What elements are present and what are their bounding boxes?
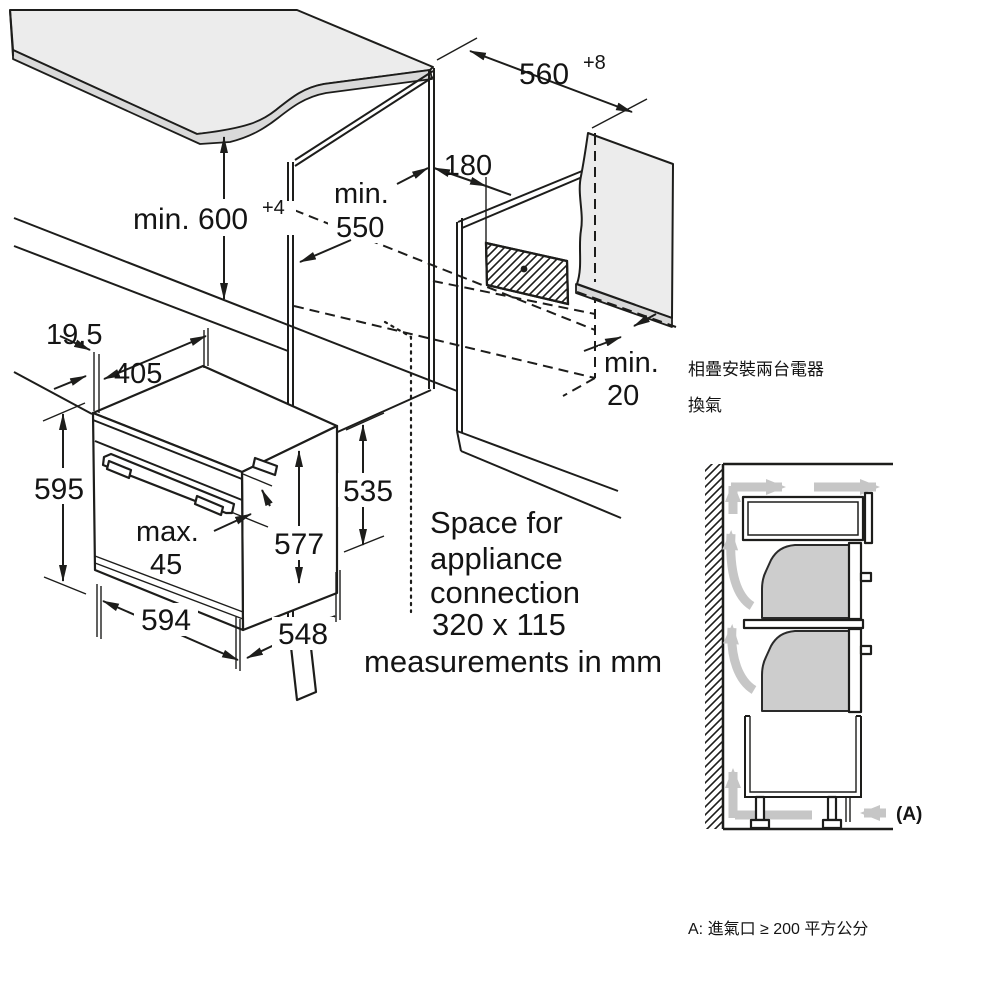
body-height-label: 577: [274, 528, 324, 561]
oven-view: [91, 364, 339, 632]
front-height-label: 595: [34, 473, 84, 506]
connection-note-line-1: Space for: [430, 505, 563, 540]
width-label: 594: [141, 604, 191, 637]
handle-depth-label-2: 45: [150, 549, 182, 581]
niche-depth-label-2: 550: [336, 212, 384, 244]
upper-appliance: [761, 541, 873, 621]
top-depth-label: 405: [114, 358, 162, 390]
lower-appliance-knob: [859, 644, 873, 656]
wall-hatch: [705, 464, 723, 829]
lower-appliance: [761, 627, 873, 714]
dim-handle-depth: max. 45: [136, 473, 273, 581]
floor-lines: [13, 217, 458, 415]
oven-handle-foot-right: [193, 494, 225, 517]
top-cabinet: [741, 491, 874, 545]
dim-body-depth: 548: [246, 570, 341, 659]
dim-rear-gap: min. 20: [583, 313, 676, 412]
right-surface: [576, 132, 674, 319]
hatched-vent-cutout: [484, 241, 570, 306]
countertop-surface: [9, 9, 434, 135]
connection-note-line-3: connection: [430, 575, 580, 610]
dim-niche-depth: min. 550: [299, 167, 429, 263]
connection-locator: [383, 320, 413, 614]
dim-body-height: 577: [271, 450, 327, 584]
airflow-arrows: [722, 479, 886, 821]
dim-door-proud: 19,5: [46, 319, 102, 413]
inlet-label: (A): [896, 804, 922, 825]
lower-appliance-front: [847, 627, 863, 714]
oven-side-grip-slot: [251, 456, 279, 477]
niche-depth-label-1: min.: [334, 178, 389, 210]
stacking-title: 相疊安裝兩台電器: [688, 360, 824, 379]
oven-handle-foot-left: [105, 459, 133, 480]
dim-front-height: 595: [27, 402, 91, 595]
dim-width: 594: [96, 584, 241, 671]
dim-vent-offset: 180: [433, 150, 512, 244]
side-height-label: 535: [343, 475, 393, 508]
stacking-diagram: 相疊安裝兩台電器 換氣: [688, 360, 922, 938]
vent-dot: [520, 265, 528, 273]
connection-note: Space for appliance connection 320 x 115: [430, 505, 580, 642]
dim-niche-width: 560 +8: [436, 37, 648, 129]
unit-note: measurements in mm: [364, 644, 662, 679]
foot-left: [754, 795, 766, 822]
body-depth-label: 548: [278, 618, 328, 651]
foot-pad-left: [749, 818, 771, 830]
countertop-edge-band: [12, 49, 433, 145]
stacking-subtitle: 換氣: [688, 396, 722, 415]
niche-width-tolerance: +8: [583, 52, 606, 74]
base-cabinet: [744, 715, 862, 830]
dim-niche-height: min. 600 +4: [126, 136, 296, 300]
vent-board: [456, 168, 622, 519]
rear-gap-label-2: 20: [607, 380, 639, 412]
niche-height-label: min. 600: [133, 203, 248, 236]
stacking-footnote: A: 進氣口 ≥ 200 平方公分: [688, 920, 868, 938]
dim-top-depth: 405: [103, 328, 209, 390]
upper-appliance-front: [847, 541, 863, 621]
foot-right: [826, 795, 838, 822]
handle-depth-label-1: max.: [136, 516, 199, 548]
niche-width-label: 560: [519, 58, 569, 91]
niche-height-tolerance: +4: [262, 197, 285, 219]
dim-side-height: 535: [338, 412, 399, 553]
right-countertop: [575, 132, 677, 328]
door-proud-label: 19,5: [46, 319, 102, 351]
shelf-board: [742, 618, 865, 630]
left-countertop: [9, 9, 434, 145]
vent-offset-label: 180: [444, 150, 492, 182]
foot-pad-right: [821, 818, 843, 830]
connection-note-line-4: 320 x 115: [432, 607, 566, 642]
connection-note-line-2: appliance: [430, 541, 563, 576]
rear-gap-label-1: min.: [604, 347, 659, 379]
upper-appliance-knob: [859, 571, 873, 583]
